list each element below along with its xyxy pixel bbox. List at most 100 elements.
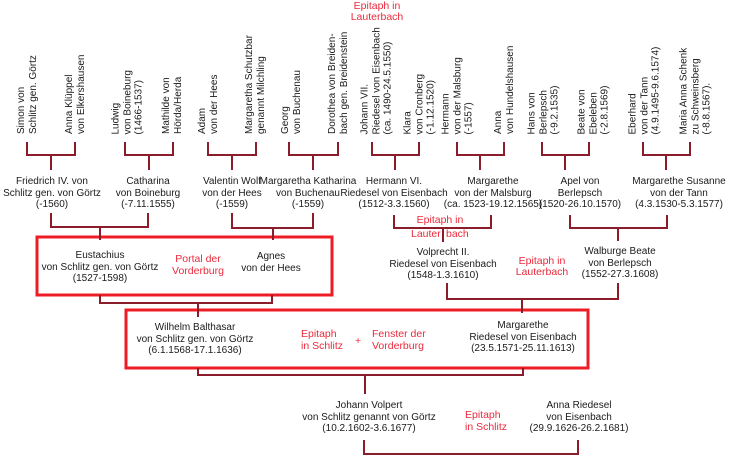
name-line: Hörda/Herda [172, 76, 183, 134]
name-line: Maria Anna Schenk [678, 47, 690, 134]
connector-friedrich-catharina [50, 213, 149, 240]
name-line: von Berlepsch [588, 257, 652, 269]
person-margaretha-katharina: Margaretha Katharina von Buchenau (-1559… [228, 176, 388, 211]
person-adam-von-der-hees: Adam von der Hees [197, 0, 220, 134]
life-dates: (-9.2.1535) [549, 85, 561, 134]
name-line: von der Hees [208, 74, 219, 134]
name-line: von Hundelshausen [504, 45, 515, 134]
life-dates: (10.2.1602-3.6.1677) [322, 423, 416, 434]
person-beate-von-ebeleben: Beate von Ebeleben (-2.8.1569) [577, 0, 612, 134]
annotation-line: in Schlitz [465, 421, 508, 433]
person-valentin-wolf: Valentin Wolf von der Hees (-1559) [152, 176, 312, 211]
annotation-line: Epitaph [301, 328, 337, 340]
person-friedrich-iv: Friedrich IV. von Schlitz gen. von Görtz… [0, 176, 132, 211]
life-dates: (1527-1598) [72, 273, 128, 284]
connector-apel-margarethe-susanne [569, 215, 668, 241]
connector-simon-anna [26, 142, 76, 170]
person-walburge-beate: Walburge Beate von Berlepsch (1552-27.3.… [540, 246, 700, 281]
name-line: Mathilde von [160, 77, 172, 134]
highlight-box-wilhelm-margarethe [124, 308, 590, 370]
life-dates: (1466-1537) [133, 79, 145, 134]
person-ludwig-von-boineburg: Ludwig von Boineburg (1466-1537) [111, 0, 146, 135]
life-dates: (4.9.1495-9.6.1574) [650, 46, 662, 134]
life-dates: (-1557) [463, 101, 475, 134]
connector-ludwig-mathilde [124, 142, 174, 170]
name-line: von Schlitz gen. von Görtz [41, 261, 159, 273]
name-line: Berlepsch [557, 187, 603, 199]
life-dates: (-1559) [215, 199, 249, 210]
connector-georg-dorothea [288, 142, 339, 170]
name-line: Hermann VI. [365, 176, 423, 187]
name-line: von Elkershausen [75, 54, 86, 135]
name-line: Agnes [256, 251, 286, 262]
person-catharina-von-boineburg: Catharina von Boineburg (-7.11.1555) [68, 176, 228, 211]
connector-adam-margaretha [207, 142, 257, 170]
life-dates: (23.5.1571-25.11.1613) [471, 343, 575, 354]
annotation-line: Lauterbach [515, 265, 569, 278]
connector-eustachius-agnes [99, 295, 273, 317]
name-line: Ebeleben [588, 91, 600, 134]
name-line: Margaretha Schutzbar [243, 35, 255, 134]
name-line: von Buchenau [276, 187, 340, 199]
name-line: Volprecht II. [416, 247, 470, 258]
name-line: Berlepsch [538, 89, 550, 134]
annotation-johann-volpert-epitaph: Epitaph in Schlitz [465, 409, 507, 433]
name-line: Schlitz gen. von Görtz [3, 187, 101, 199]
life-dates: (1512-3.3.1560) [358, 199, 430, 210]
name-line: von der Malsburg [452, 56, 464, 134]
connector-valentin-margaretha [231, 213, 314, 240]
person-anna-von-hundelshausen: Anna von Hundelshausen [493, 0, 516, 134]
person-hermann-von-der-malsburg: Hermann von der Malsburg (-1557) [441, 0, 476, 134]
annotation-wilhelm-window: Fenster der Vorderburg [372, 328, 426, 352]
name-line: von Schlitz gen. von Görtz [136, 333, 254, 345]
name-line: Friedrich IV. von [16, 176, 88, 187]
name-line: von der Hees [241, 262, 301, 274]
annotation-line: Epitaph in [353, 0, 401, 12]
connector-hermann-margarethe [393, 215, 492, 242]
name-line: von der Hees [202, 187, 262, 199]
life-dates: (-2.8.1569) [599, 85, 611, 134]
annotation-volprecht-epitaph: Epitaph in Lauterbach [502, 255, 582, 278]
name-line: zu Schweinsberg [690, 57, 702, 134]
name-line: von Boineburg [122, 69, 134, 135]
name-line: Riedesel von Eisenbach [340, 187, 448, 199]
plus-sign: + [355, 335, 361, 347]
person-margaretha-schutzbar: Margaretha Schutzbar genannt Milchling [244, 0, 267, 134]
name-line: von Boineburg [115, 187, 181, 199]
person-agnes-von-der-hees: Agnes von der Hees [191, 251, 351, 274]
person-apel-von-berlepsch: Apel von Berlepsch (1520-26.10.1570) [500, 176, 660, 211]
person-hans-von-berlepsch: Hans von Berlepsch (-9.2.1535) [527, 0, 562, 134]
person-volprecht-ii: Volprecht II. Riedesel von Eisenbach (15… [363, 247, 523, 282]
annotation-hermann-vi-epitaph: Epitaph in [400, 214, 480, 226]
highlight-box-eustachius-agnes [35, 235, 334, 297]
name-line: Eustachius [75, 250, 125, 261]
name-line: von Schlitz genannt von Görtz [302, 411, 436, 423]
connector-eberhard-maria-anna [642, 142, 691, 170]
annotation-hermann-vi-epitaph-part1: Lauter [411, 228, 441, 240]
annotation-wilhelm-epitaph: Epitaph in Schlitz [301, 328, 343, 352]
life-dates: (1552-27.3.1608) [581, 269, 659, 280]
name-line: von der Tann [639, 76, 651, 134]
person-margarethe-riedesel: Margarethe Riedesel von Eisenbach (23.5.… [443, 320, 603, 355]
person-hermann-vi-riedesel: Hermann VI. Riedesel von Eisenbach (1512… [314, 176, 474, 211]
connector-wilhelm-margarethe [197, 368, 524, 394]
name-line: Johann Volpert [335, 400, 403, 411]
name-line: Riedesel von Eisenbach [389, 258, 497, 270]
annotation-eustachius-portal: Portal der Vorderburg [158, 253, 238, 277]
name-line: genannt Milchling [255, 56, 266, 134]
life-dates: (-1559) [291, 199, 325, 210]
person-anna-klueppel: Anna Klüppel von Elkershausen [64, 0, 87, 135]
life-dates: (-1560) [35, 199, 69, 210]
life-dates: (ca. 1523-19.12.1565) [443, 199, 543, 210]
name-line: Valentin Wolf [203, 176, 261, 187]
person-johann-volpert: Johann Volpert von Schlitz genannt von G… [289, 400, 449, 435]
name-line: Wilhelm Balthasar [154, 322, 236, 333]
name-line: Walburge Beate [584, 246, 656, 257]
person-georg-von-buchenau: Georg von Buchenau [280, 0, 303, 134]
annotation-line: Lauter [411, 228, 441, 240]
person-simon-von-schlitz: Simon von Schlitz gen. Görtz [16, 0, 39, 134]
life-dates: (29.9.1626-26.2.1681) [529, 423, 629, 434]
name-line: Margaretha Katharina [259, 176, 357, 187]
name-line: Adam [196, 107, 208, 134]
name-line: Eberhard [627, 92, 639, 134]
